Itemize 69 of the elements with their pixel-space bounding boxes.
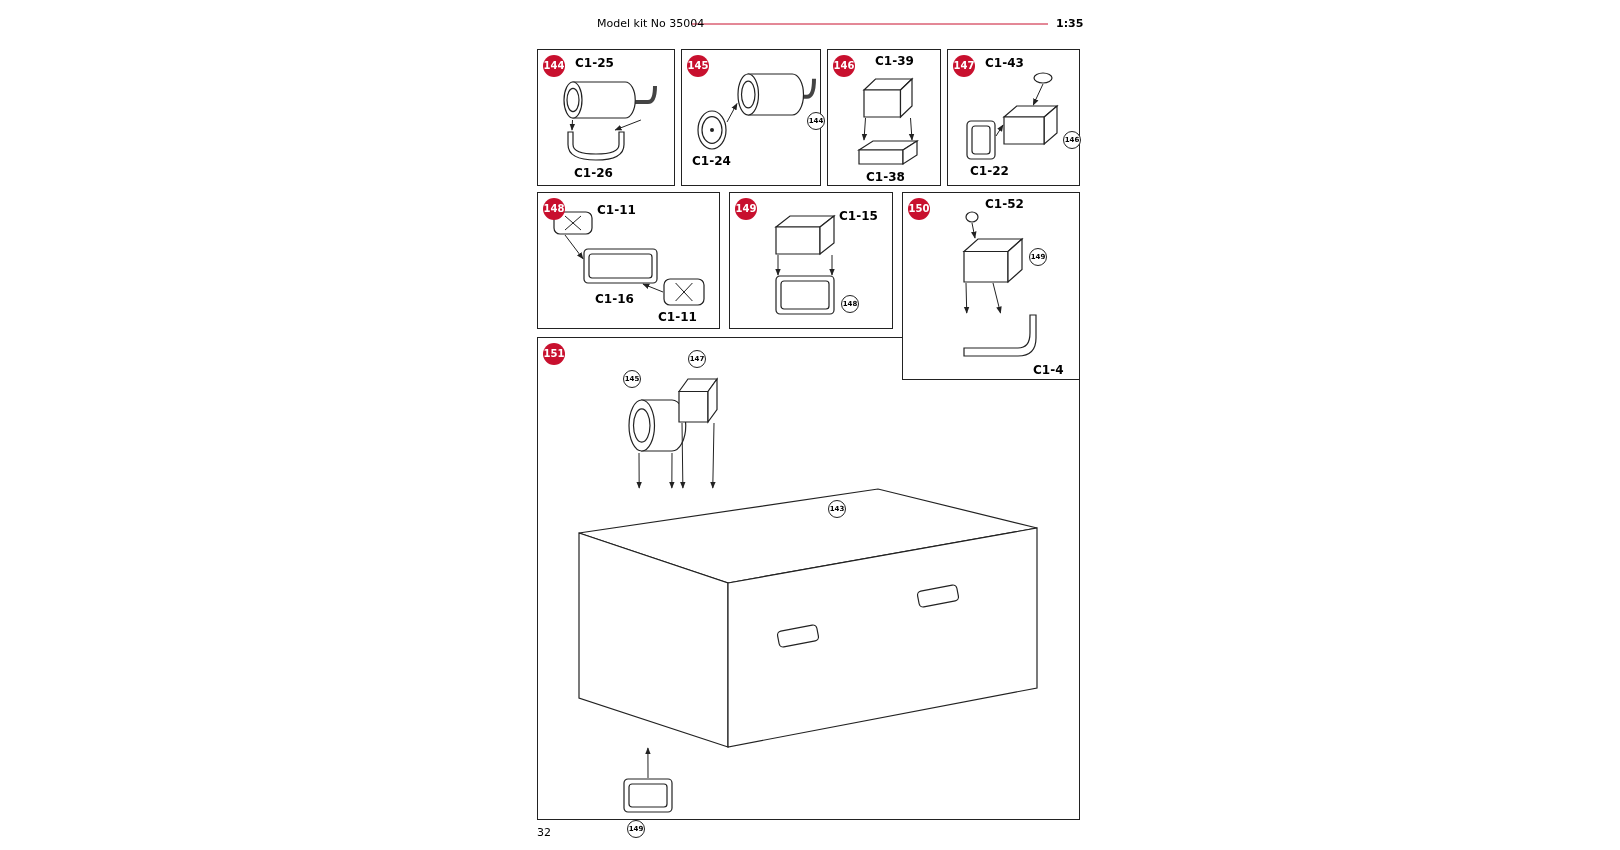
step-number: 150 <box>908 198 930 220</box>
box-part-drawing <box>863 78 913 118</box>
page-number: 32 <box>537 826 551 839</box>
part-number: C1-16 <box>595 292 634 306</box>
step-number: 148 <box>543 198 565 220</box>
frame-part-drawing <box>623 778 673 813</box>
arrow <box>569 119 576 131</box>
arrow <box>614 119 642 131</box>
step-number: 146 <box>833 55 855 77</box>
box-part-drawing <box>678 378 718 423</box>
muffler-drawing <box>563 80 658 120</box>
box-part-drawing <box>963 238 1023 283</box>
arrow <box>1032 83 1044 106</box>
part-number: C1-25 <box>575 56 614 70</box>
arrow <box>775 254 781 276</box>
disc-drawing <box>697 110 727 150</box>
frame-part-drawing <box>583 248 658 284</box>
part-number: C1-43 <box>985 56 1024 70</box>
cabin-drawing <box>578 488 1038 748</box>
arrow <box>645 747 651 779</box>
arrow <box>669 452 675 489</box>
step-number: 144 <box>543 55 565 77</box>
arrow <box>636 452 642 489</box>
part-number: C1-22 <box>970 164 1009 178</box>
tray-drawing <box>858 140 918 165</box>
cap-drawing <box>965 211 979 223</box>
arrow <box>726 102 738 123</box>
arrow <box>829 254 835 276</box>
part-number: C1-39 <box>875 54 914 68</box>
kit-number: Model kit No 35004 <box>597 17 705 30</box>
step-panel <box>729 192 893 329</box>
arrow <box>680 422 686 489</box>
arrow <box>861 117 868 141</box>
box-part-drawing <box>1003 105 1058 145</box>
arrow <box>963 282 970 314</box>
step-panel <box>902 192 1080 380</box>
arrow <box>971 222 977 239</box>
arrow <box>710 422 716 489</box>
step-panel <box>537 192 720 329</box>
arrow <box>995 124 1004 137</box>
step-number: 149 <box>735 198 757 220</box>
part-number: C1-52 <box>985 197 1024 211</box>
arrow <box>908 117 915 141</box>
step-number: 145 <box>687 55 709 77</box>
half-shell-drawing <box>566 130 626 162</box>
step-panel <box>827 49 941 186</box>
cap-drawing <box>1033 72 1053 84</box>
part-number: C1-26 <box>574 166 613 180</box>
plate-drawing <box>553 211 593 235</box>
part-number: C1-11 <box>658 310 697 324</box>
step-number: 151 <box>543 343 565 365</box>
frame-part-drawing <box>966 120 996 160</box>
bracket-drawing <box>963 313 1038 358</box>
box-part-drawing <box>775 215 835 255</box>
part-number: C1-15 <box>839 209 878 223</box>
muffler-drawing <box>737 72 817 117</box>
arrow <box>992 282 1002 314</box>
part-number: C1-4 <box>1033 363 1064 377</box>
part-number: C1-11 <box>597 203 636 217</box>
arrow <box>642 283 664 293</box>
scale-label: 1:35 <box>1056 17 1084 30</box>
step-panel <box>947 49 1080 186</box>
plate-drawing <box>663 278 705 306</box>
part-number: C1-24 <box>692 154 731 168</box>
step-number: 147 <box>953 55 975 77</box>
frame-part-drawing <box>775 275 835 315</box>
step-panel <box>537 49 675 186</box>
part-number: C1-38 <box>866 170 905 184</box>
arrow <box>564 234 584 260</box>
